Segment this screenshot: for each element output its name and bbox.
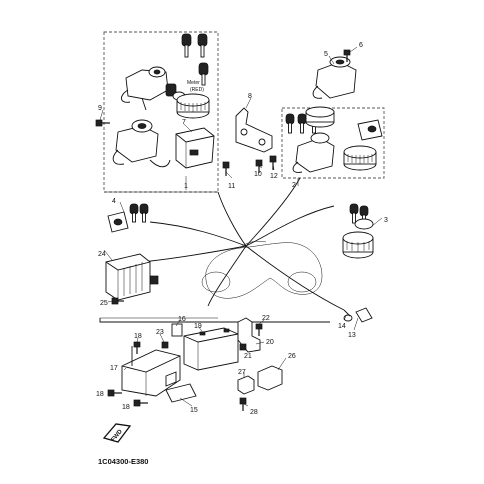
callout-3: 3 [384,217,388,224]
battery-icon [183,327,239,371]
callout-21: 21 [244,353,252,360]
callout-23: 23 [156,329,164,336]
key-icon [181,33,209,86]
callout-28: 28 [250,409,258,416]
seat-lock-icon [112,119,171,168]
callout-13: 13 [348,332,356,339]
callout-1: 1 [184,183,188,190]
callout-18: 18 [122,404,130,411]
ecu-unit-icon [175,127,215,169]
main-switch-icon [292,132,335,173]
forward-direction-badge: FWD [102,423,132,443]
callout-2: 2 [292,182,296,189]
fuel-cap-icon [342,218,374,259]
clip-icon [161,341,169,349]
callout-18: 18 [134,333,142,340]
callout-22: 22 [262,315,270,322]
callout-14: 14 [338,323,346,330]
callout-18: 18 [96,391,104,398]
callout-6: 6 [359,42,363,49]
battery-case-icon [121,346,181,397]
callout-11: 11 [228,183,235,190]
relay-bracket-icon [237,317,261,353]
fuse-holder-icon [343,307,373,323]
group-2-dashed-outline [281,107,385,179]
battery-strap-icon [165,383,197,403]
svg-text:(RED): (RED) [190,87,204,93]
fuel-cap-icon [305,106,335,128]
main-switch-icon [312,56,357,99]
callout-12: 12 [270,173,278,180]
callout-9: 9 [98,105,102,112]
callout-24: 24 [98,251,106,258]
callout-17: 17 [110,365,118,372]
plate-icon [171,323,183,337]
motorcycle-silhouette [201,241,323,299]
screw-icon [255,323,263,336]
callout-7: 7 [182,119,186,126]
leader-lines [99,46,383,407]
callout-19: 19 [194,323,202,330]
callout-labels: 1 2 3 4 5 6 7 8 9 10 11 12 13 14 15 16 1… [96,42,388,416]
fuel-cap-icon [343,145,377,171]
rectifier-icon [105,253,159,301]
callout-15: 15 [190,407,198,414]
callout-26: 26 [288,353,296,360]
bracket-icon [235,107,273,153]
lock-cylinder-icon [107,203,149,233]
bolt-icon [239,397,247,411]
callout-8: 8 [248,93,252,100]
screw-icon [343,49,351,62]
fuel-cap-icon [176,93,210,119]
relay-icon [237,365,283,395]
callout-16: 16 [178,316,186,323]
lock-cylinder-icon [357,119,383,141]
diagram-code: 1C04300-E380 [98,457,148,466]
bolt-icon [95,119,277,176]
callout-25: 25 [100,300,108,307]
harness-wires [141,177,345,311]
callout-4: 4 [112,198,116,205]
screw-icon [107,341,148,407]
group-1-dashed-outline [103,31,219,193]
callout-27: 27 [238,369,246,376]
lower-section-bracket [99,318,330,323]
meter-tag: Meter (RED) [187,80,204,93]
svg-text:Meter: Meter [187,80,200,86]
main-switch-icon [121,66,169,111]
callout-10: 10 [254,171,262,178]
callout-5: 5 [324,51,328,58]
callout-20: 20 [266,339,274,346]
